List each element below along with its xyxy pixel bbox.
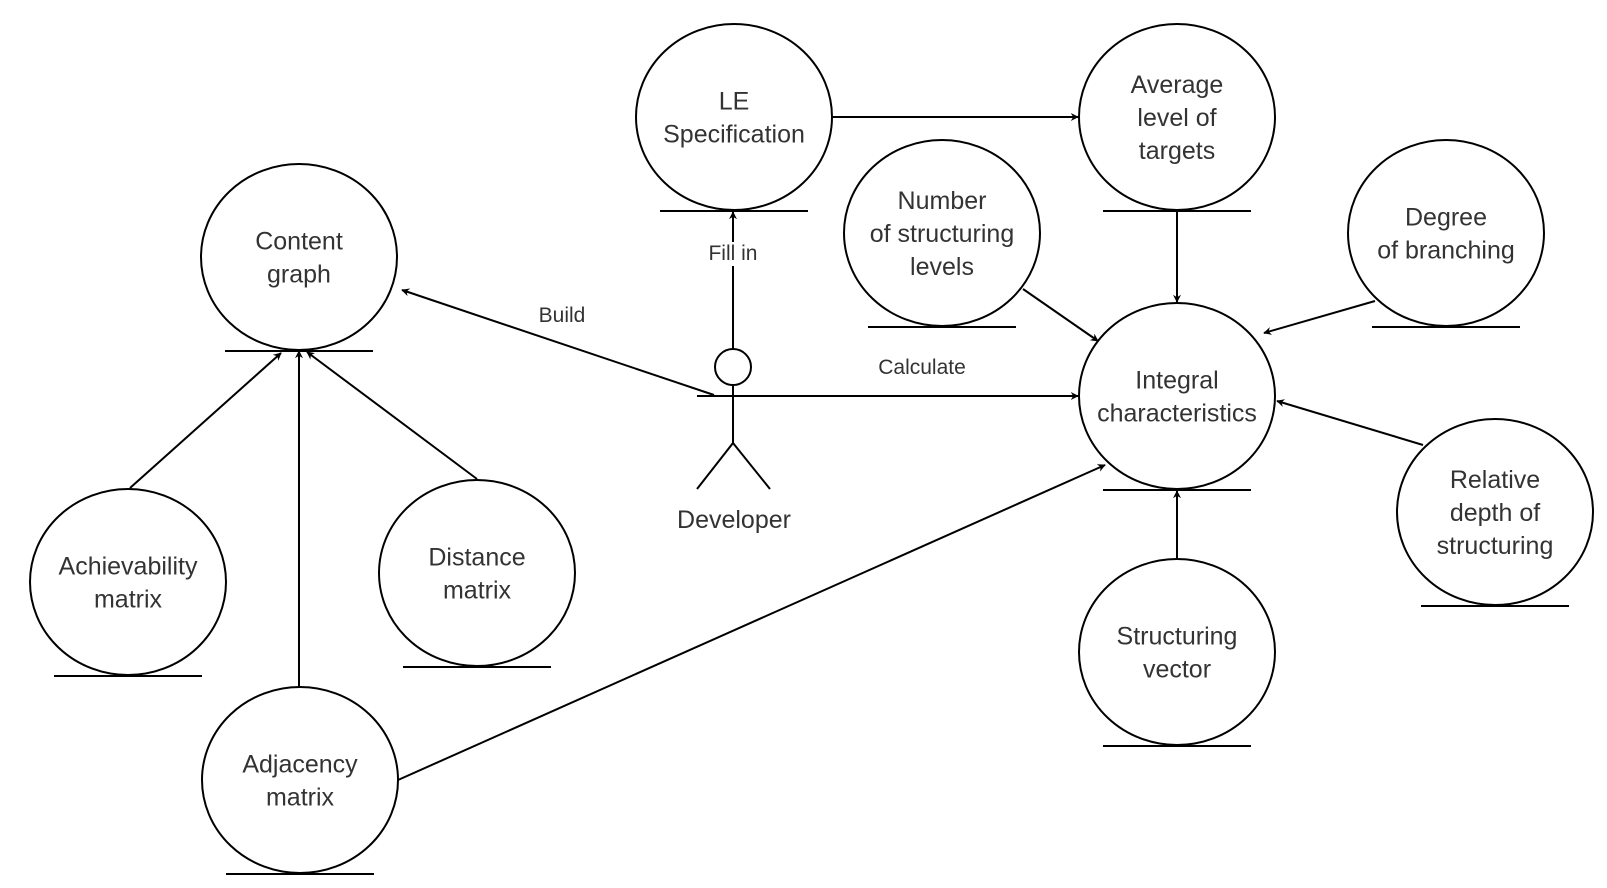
edge-adjacency-matrix-to-integral-characteristics[interactable] xyxy=(397,464,1106,781)
edge-label-background xyxy=(690,242,776,266)
node-degree-branching[interactable]: Degree of branching xyxy=(1347,139,1545,328)
entity-circle xyxy=(378,479,576,667)
node-label-line: matrix xyxy=(94,586,163,614)
entity-circle xyxy=(201,686,399,874)
node-le-specification[interactable]: LE Specification xyxy=(635,23,833,212)
entity-circle xyxy=(1078,302,1276,490)
edge-degree-branching-to-integral-characteristics[interactable] xyxy=(1263,300,1376,335)
edge-developer-to-content-graph[interactable] xyxy=(401,288,715,396)
node-label-line: Distance xyxy=(428,544,525,572)
edge-labels-layer: Build Fill in Calculate xyxy=(530,242,976,380)
node-label-line: targets xyxy=(1139,137,1215,165)
entity-circle xyxy=(1347,139,1545,327)
node-label-line: structuring xyxy=(1437,532,1554,560)
node-label-line: characteristics xyxy=(1097,400,1257,428)
nodes-layer: Content graph LE Specification Average level … xyxy=(29,23,1594,875)
node-content-graph[interactable]: Content graph xyxy=(200,163,398,352)
node-label-line: matrix xyxy=(443,577,512,605)
node-label-line: Degree xyxy=(1405,204,1487,232)
edge-distance-matrix-to-content-graph[interactable] xyxy=(306,351,478,480)
node-label-line: LE xyxy=(719,88,750,116)
edge-achievability-matrix-to-content-graph[interactable] xyxy=(129,352,282,489)
node-label-line: vector xyxy=(1143,656,1211,684)
node-label-line: Achievability xyxy=(59,553,198,581)
node-label-line: Number xyxy=(898,187,987,215)
node-label-line: level of xyxy=(1137,104,1216,132)
actor-label: Developer xyxy=(677,506,791,534)
node-label-line: Structuring xyxy=(1117,623,1238,651)
node-integral-characteristics[interactable]: Integral characteristics xyxy=(1078,302,1276,491)
node-label-line: matrix xyxy=(266,784,335,812)
node-label-line: Content xyxy=(255,228,343,256)
node-relative-depth[interactable]: Relative depth of structuring xyxy=(1396,418,1594,607)
edges-layer xyxy=(129,113,1424,781)
actor-leg-left xyxy=(696,442,734,490)
actor-developer[interactable]: Developer xyxy=(677,348,791,534)
entity-circle xyxy=(29,488,227,676)
edge-number-levels-to-integral-characteristics[interactable] xyxy=(1022,288,1099,342)
entity-circle xyxy=(1078,558,1276,746)
node-label-line: Specification xyxy=(663,121,805,149)
node-structuring-vector[interactable]: Structuring vector xyxy=(1078,558,1276,747)
node-label-line: of branching xyxy=(1377,237,1515,265)
edge-label-calculate: Calculate xyxy=(878,356,966,379)
node-label-line: Average xyxy=(1131,71,1224,99)
node-label-line: Relative xyxy=(1450,466,1540,494)
actor-head xyxy=(714,348,752,386)
node-adjacency-matrix[interactable]: Adjacency matrix xyxy=(201,686,399,875)
entity-circle xyxy=(200,163,398,351)
node-label-line: Integral xyxy=(1135,367,1218,395)
edge-label-fill-in: Fill in xyxy=(708,242,757,265)
node-average-level[interactable]: Average level of targets xyxy=(1078,23,1276,212)
edge-label-background xyxy=(530,304,594,328)
node-label-line: Adjacency xyxy=(242,751,358,779)
node-label-line: graph xyxy=(267,261,331,289)
edge-label-build: Build xyxy=(539,304,586,327)
node-distance-matrix[interactable]: Distance matrix xyxy=(378,479,576,668)
entity-circle xyxy=(635,23,833,211)
edge-relative-depth-to-integral-characteristics[interactable] xyxy=(1276,399,1424,446)
actor-leg-right xyxy=(732,442,771,490)
node-label-line: levels xyxy=(910,253,974,281)
edge-label-background xyxy=(868,356,976,380)
node-achievability-matrix[interactable]: Achievability matrix xyxy=(29,488,227,677)
node-label-line: of structuring xyxy=(870,220,1015,248)
node-number-levels[interactable]: Number of structuring levels xyxy=(843,139,1041,328)
node-label-line: depth of xyxy=(1450,499,1540,527)
